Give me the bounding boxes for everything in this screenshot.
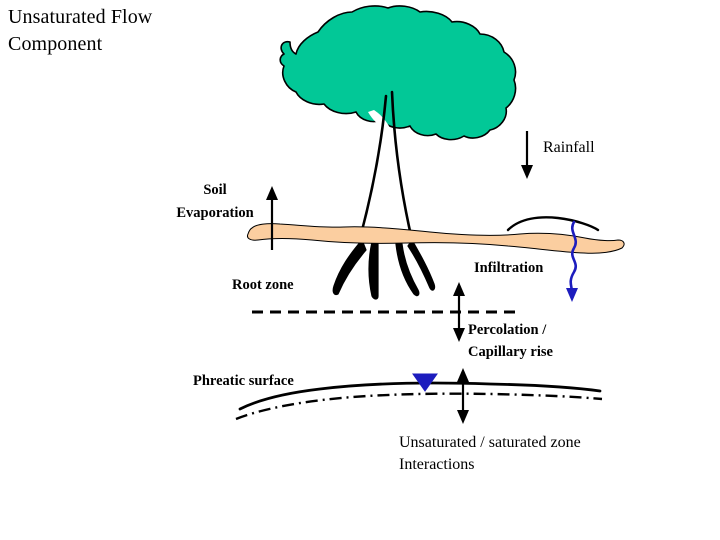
- page-title-line2: Component: [8, 33, 103, 55]
- bedrock-dashdot-curve-icon: [235, 392, 603, 421]
- tree-trunk-left: [358, 94, 388, 240]
- tree-root-4: [407, 239, 436, 291]
- page-title-line1: Unsaturated Flow: [8, 6, 153, 28]
- infiltration-arrowhead: [566, 288, 578, 302]
- percolation-label-line1: Percolation /: [468, 322, 547, 338]
- interaction-double-arrow-icon: [457, 368, 469, 424]
- root-zone-label: Root zone: [232, 277, 294, 293]
- soil-evaporation-label-line1: Soil: [203, 182, 227, 198]
- tree-root-2: [368, 241, 379, 300]
- tree-canopy-icon: [279, 5, 517, 141]
- canopy-trunk-notch: [368, 110, 390, 128]
- water-table-triangle-icon: [412, 373, 438, 392]
- percolation-label-line2: Capillary rise: [468, 344, 553, 360]
- arrow-down-icon: [521, 131, 533, 179]
- soil-layer-icon: [247, 223, 625, 254]
- ground-surface-arc: [506, 216, 600, 232]
- soil-evaporation-label-line2: Evaporation: [176, 205, 254, 221]
- tree-trunk-right: [390, 90, 414, 242]
- double-headed-vertical-arrow-icon: [453, 282, 465, 342]
- phreatic-surface-curve-icon: [238, 381, 602, 411]
- tree-roots-icon: [332, 239, 367, 296]
- unsat-sat-label-line1: Unsaturated / saturated zone: [399, 434, 581, 451]
- arrow-up-icon: [266, 186, 278, 250]
- wavy-arrow-down-icon: [569, 220, 577, 294]
- rainfall-label: Rainfall: [543, 139, 595, 156]
- tree-root-3: [395, 243, 420, 297]
- unsat-sat-label-line2: Interactions: [399, 456, 475, 473]
- phreatic-surface-label: Phreatic surface: [193, 373, 294, 389]
- infiltration-label: Infiltration: [474, 260, 544, 276]
